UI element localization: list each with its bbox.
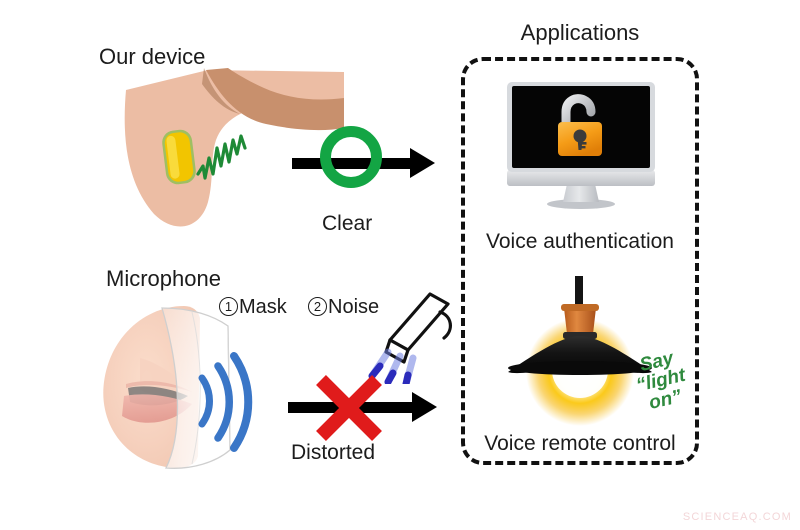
sound-wave-icon xyxy=(198,352,253,452)
watermark-text: SCIENCEAQ.COM xyxy=(682,511,792,523)
masked-face-speaking-illustration xyxy=(103,306,253,469)
lamp-shade-rim xyxy=(508,361,652,375)
distorted-arrow-head xyxy=(412,392,437,422)
hanging-pendant-lamp-icon xyxy=(508,276,652,426)
jaw-shadow-shape xyxy=(206,68,344,131)
clear-arrow-head xyxy=(410,148,435,178)
monitor-stand-neck xyxy=(563,184,599,202)
lamp-socket-collar xyxy=(561,304,599,311)
clear-status-ring-icon xyxy=(320,126,382,188)
jaw-edge-shape xyxy=(202,68,240,114)
mask-pleat-line xyxy=(191,311,201,465)
step-2-text: Noise xyxy=(328,296,380,318)
face-mask-shape xyxy=(161,307,231,469)
megaphone-icon xyxy=(368,292,452,384)
wearable-patch xyxy=(162,129,196,185)
voice-remote-control-caption: Voice remote control xyxy=(484,432,676,455)
lips-shape xyxy=(122,394,192,423)
unlocked-padlock-icon xyxy=(558,94,602,156)
noise-ray-icon xyxy=(368,348,417,384)
step-1-number: 1 xyxy=(219,297,238,316)
upper-lip-shape xyxy=(126,381,192,392)
desktop-monitor-with-unlocked-padlock-icon xyxy=(507,82,655,209)
our-device-title: Our device xyxy=(99,44,206,69)
monitor-chin xyxy=(507,170,655,186)
distorted-status-cross-icon xyxy=(316,375,382,441)
neck-with-wearable-patch-illustration xyxy=(124,68,344,227)
clear-label: Clear xyxy=(322,212,373,235)
applications-panel xyxy=(461,57,699,465)
voice-signal-waveform-icon xyxy=(196,134,247,180)
step-2-number: 2 xyxy=(308,297,327,316)
lamp-socket xyxy=(564,308,596,334)
microphone-title: Microphone xyxy=(106,266,221,291)
distorted-label: Distorted xyxy=(291,441,376,464)
applications-title: Applications xyxy=(520,20,640,45)
voice-authentication-caption: Voice authentication xyxy=(486,230,674,253)
lamp-cord xyxy=(575,276,583,310)
step-1-text: Mask xyxy=(239,296,287,318)
